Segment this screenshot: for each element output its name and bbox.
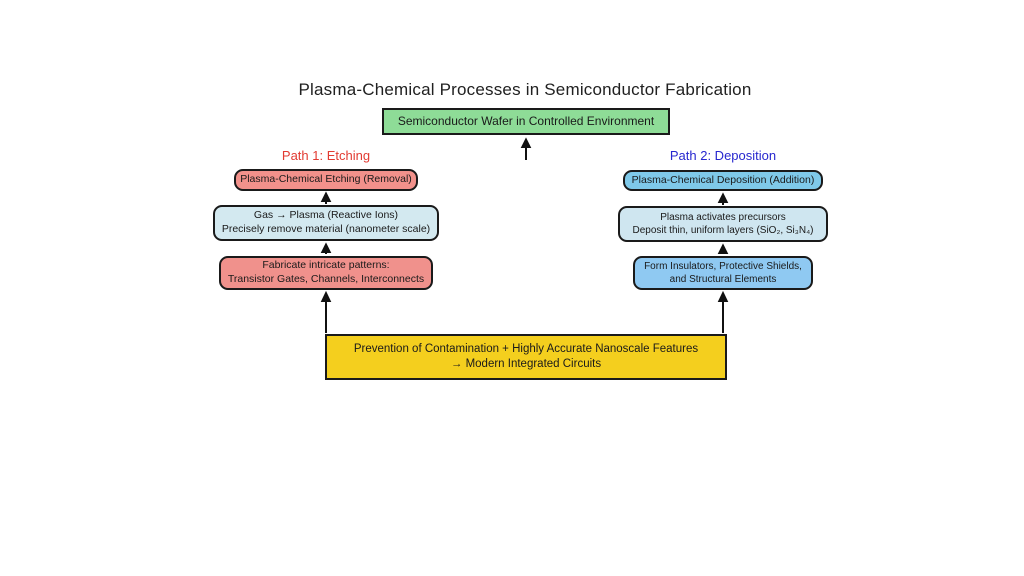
etching-patterns-box: Fabricate intricate patterns: Transistor…	[219, 256, 433, 290]
etching-patterns-line1: Fabricate intricate patterns:	[262, 259, 390, 272]
deposition-insulators-box: Form Insulators, Protective Shields, and…	[633, 256, 813, 290]
arrow-up-etching-mid-to-top	[320, 191, 332, 204]
path2-deposition-heading: Path 2: Deposition	[669, 148, 777, 163]
deposition-precursors-box: Plasma activates precursors Deposit thin…	[618, 206, 828, 242]
etching-removal-box: Plasma-Chemical Etching (Removal)	[234, 169, 418, 191]
wafer-environment-box: Semiconductor Wafer in Controlled Enviro…	[382, 108, 670, 135]
deposition-precursors-line1: Plasma activates precursors	[660, 212, 786, 223]
diagram-title: Plasma-Chemical Processes in Semiconduct…	[298, 80, 752, 99]
deposition-precursors-line2: Deposit thin, uniform layers (SiO₂, Si₃N…	[632, 225, 814, 236]
deposition-insulators-line2: and Structural Elements	[669, 274, 777, 285]
arrow-up-outcome-to-deposition	[717, 290, 729, 333]
arrow-up-to-wafer	[520, 137, 532, 160]
etching-gas-plasma-box: Gas → Plasma (Reactive Ions) Precisely r…	[213, 205, 439, 241]
outcome-line1: Prevention of Contamination + Highly Acc…	[353, 343, 699, 356]
outcome-box: Prevention of Contamination + Highly Acc…	[325, 334, 727, 380]
arrow-up-deposition-low-to-mid	[717, 243, 729, 254]
wafer-environment-label: Semiconductor Wafer in Controlled Enviro…	[397, 113, 655, 128]
arrow-up-deposition-mid-to-top	[717, 192, 729, 205]
deposition-insulators-line1: Form Insulators, Protective Shields,	[644, 261, 802, 272]
etching-gas-plasma-line2: Precisely remove material (nanometer sca…	[221, 223, 431, 235]
arrow-up-etching-low-to-mid	[320, 242, 332, 254]
etching-patterns-line2: Transistor Gates, Channels, Interconnect…	[227, 273, 425, 285]
outcome-line2: → Modern Integrated Circuits	[450, 358, 602, 370]
path1-etching-heading: Path 1: Etching	[281, 148, 371, 163]
etching-removal-label: Plasma-Chemical Etching (Removal)	[240, 173, 412, 186]
deposition-addition-box: Plasma-Chemical Deposition (Addition)	[623, 170, 823, 191]
etching-gas-plasma-line1: Gas → Plasma (Reactive Ions)	[253, 209, 399, 222]
deposition-addition-label: Plasma-Chemical Deposition (Addition)	[631, 173, 815, 186]
arrow-up-outcome-to-etching	[320, 290, 332, 333]
